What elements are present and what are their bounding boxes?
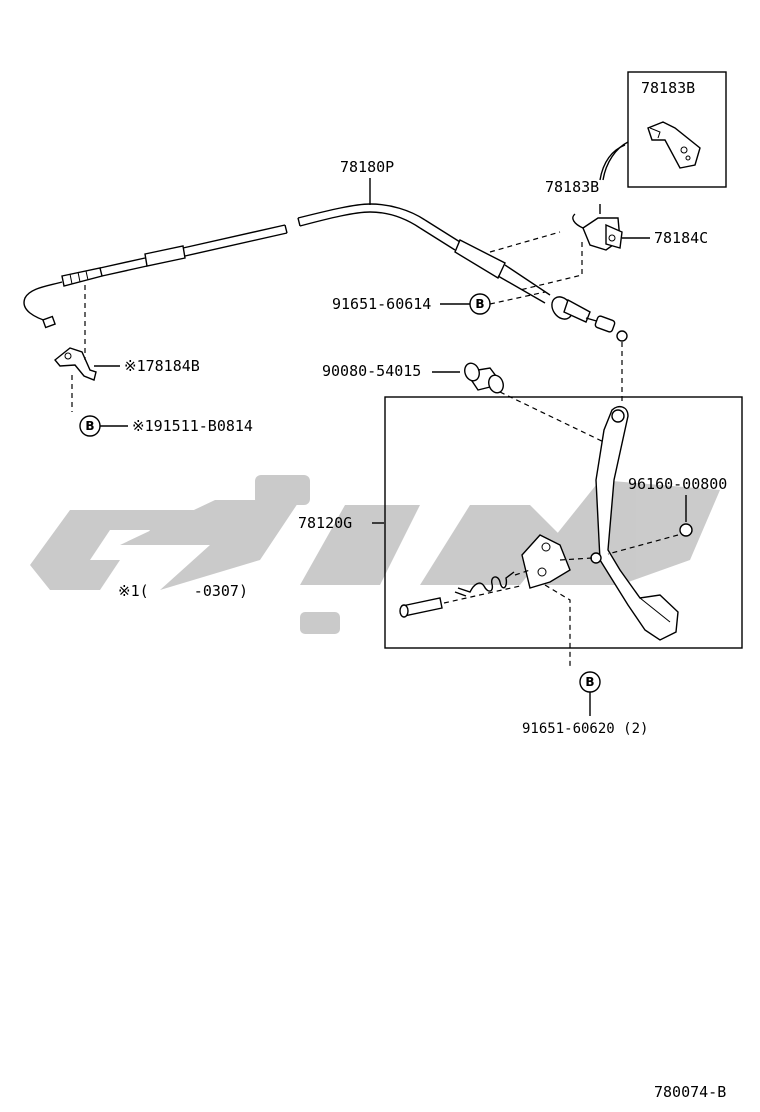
footnote: ※1( -0307) (118, 582, 248, 600)
label-bracket-main: 78183B (545, 178, 599, 196)
bracket-inset-part (647, 121, 701, 169)
inset-box (627, 71, 727, 188)
return-spring-part (454, 571, 515, 597)
bolt-symbol-cable: B (469, 293, 491, 315)
label-cable: 78180P (340, 158, 394, 176)
accelerator-cable (23, 203, 628, 342)
bolt-symbol-pedal: B (579, 671, 601, 693)
pedal-bracket-part (521, 534, 571, 589)
clip-pedal-part (679, 523, 693, 537)
svg-text:B: B (85, 419, 94, 433)
bolt-symbol-left: B (79, 415, 101, 437)
watermark-logo (30, 475, 720, 634)
bracket-main-part (572, 204, 623, 251)
label-left-bolt: ※191511-B0814 (132, 417, 253, 435)
pedal-lever-part (590, 405, 679, 641)
left-bracket-part (54, 347, 97, 381)
diagram-code: 780074-B (654, 1083, 726, 1101)
pedal-assy-box (384, 396, 743, 649)
label-clip: 78184C (654, 229, 708, 247)
label-clip-pedal: 96160-00800 (628, 475, 727, 493)
label-bracket-inset: 78183B (641, 79, 695, 97)
svg-text:B: B (475, 297, 484, 311)
label-cushion: 90080-54015 (322, 362, 421, 380)
label-bolt-cable: 91651-60614 (332, 295, 431, 313)
svg-text:B: B (585, 675, 594, 689)
label-bolt-pedal: 91651-60620 (2) (522, 721, 648, 737)
pedal-pin-part (399, 597, 443, 618)
cushion-part (464, 362, 504, 394)
label-pedal-assy: 78120G (298, 514, 352, 532)
label-left-bracket: ※178184B (124, 357, 200, 375)
